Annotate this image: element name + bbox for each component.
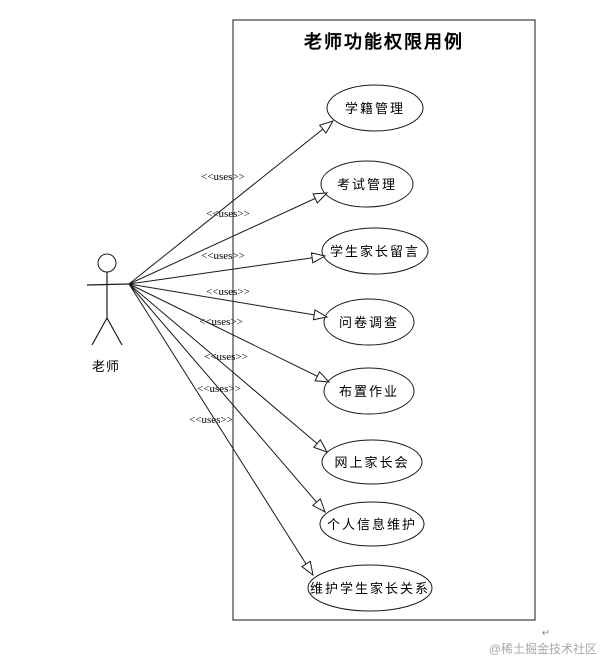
return-mark: ↵ xyxy=(542,628,550,639)
actor-label: 老师 xyxy=(92,359,120,374)
usecase-ellipse xyxy=(326,84,424,132)
usecase-node-questionnaire: 问卷调查 xyxy=(323,298,415,346)
uses-label: <<uses>> xyxy=(201,250,245,262)
usecase-label: 维护学生家长关系 xyxy=(310,581,430,596)
usecase-ellipse xyxy=(307,564,433,612)
uses-label: <<uses>> xyxy=(201,171,245,183)
usecase-node-student-records: 学籍管理 xyxy=(326,84,424,132)
usecase-node-parent-messages: 学生家长留言 xyxy=(321,227,429,275)
usecase-label: 个人信息维护 xyxy=(327,517,417,532)
uses-arrow xyxy=(128,283,331,383)
diagram-title: 老师功能权限用例 xyxy=(304,31,464,52)
uses-arrow xyxy=(128,252,327,285)
uses-label: <<uses>> xyxy=(197,383,241,395)
actor-leg-left xyxy=(91,317,108,346)
actor-head xyxy=(97,253,117,273)
actor-teacher: 老师 xyxy=(86,253,130,374)
usecase-node-exam-management: 考试管理 xyxy=(320,160,414,208)
uses-label: <<uses>> xyxy=(204,351,248,363)
uses-arrow xyxy=(128,283,326,514)
actor-leg-right xyxy=(106,317,123,346)
uses-arrow xyxy=(128,283,329,453)
system-boundary xyxy=(232,19,536,621)
usecase-node-online-parent-meeting: 网上家长会 xyxy=(321,439,423,485)
usecase-node-assign-homework: 布置作业 xyxy=(323,367,415,415)
actor-arms xyxy=(86,283,130,286)
usecase-node-personal-info: 个人信息维护 xyxy=(319,501,425,547)
usecase-label: 学生家长留言 xyxy=(330,244,420,259)
uses-label: <<uses>> xyxy=(206,286,250,298)
uses-label: <<uses>> xyxy=(206,208,250,220)
usecase-ellipse xyxy=(323,298,415,346)
usecase-ellipse xyxy=(321,439,423,485)
usecase-label: 学籍管理 xyxy=(345,101,405,116)
usecase-label: 布置作业 xyxy=(339,384,399,399)
uses-arrow xyxy=(128,120,335,285)
uses-arrow xyxy=(128,283,329,321)
uses-label: <<uses>> xyxy=(189,414,233,426)
usecase-ellipse xyxy=(319,501,425,547)
usecase-label: 问卷调查 xyxy=(339,315,399,330)
uses-arrow xyxy=(128,283,314,577)
watermark: @稀土掘金技术社区 xyxy=(489,641,597,656)
uses-label: <<uses>> xyxy=(199,316,243,328)
usecase-label: 考试管理 xyxy=(337,177,397,192)
uses-arrow xyxy=(128,192,329,285)
usecase-ellipse xyxy=(320,160,414,208)
usecase-ellipse xyxy=(321,227,429,275)
usecase-ellipse xyxy=(323,367,415,415)
usecase-label: 网上家长会 xyxy=(334,455,409,470)
usecase-node-maintain-parent-relations: 维护学生家长关系 xyxy=(307,564,433,612)
